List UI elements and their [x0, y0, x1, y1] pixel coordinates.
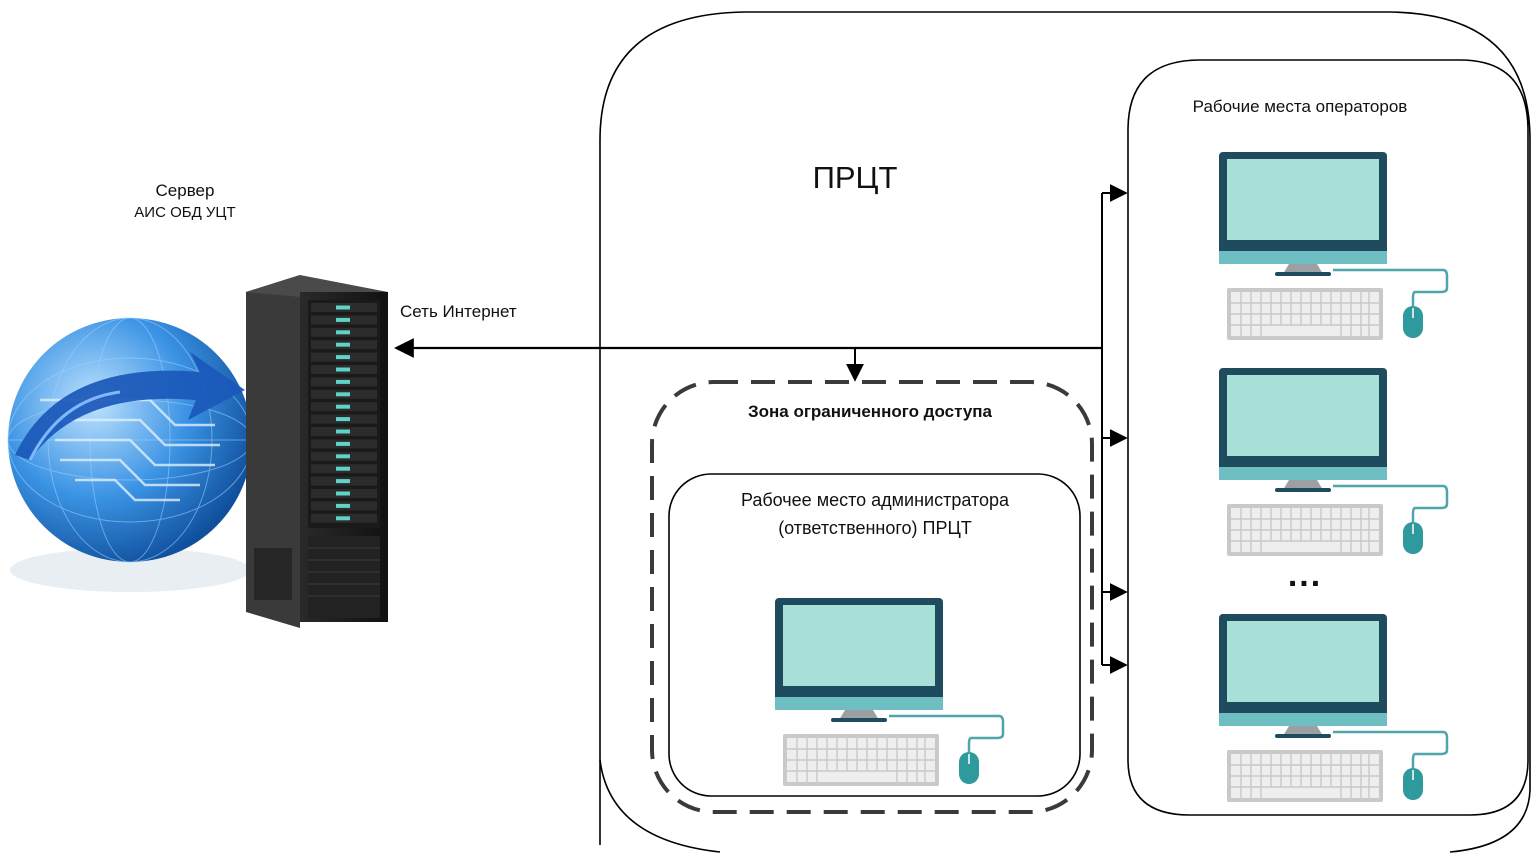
restricted-zone-border: [650, 380, 1094, 814]
server-subtitle: АИС ОБД УЦТ: [134, 204, 236, 221]
rack-led: [336, 342, 350, 347]
internet-label: Сеть Интернет: [400, 302, 517, 321]
rack-led: [336, 417, 350, 422]
rack-led: [336, 429, 350, 434]
rack-led: [336, 491, 350, 496]
rack-led: [336, 441, 350, 446]
rack-led: [336, 367, 350, 372]
rack-led: [336, 516, 350, 521]
server-rack-icon: [246, 275, 388, 628]
rack-led: [336, 503, 350, 508]
rack-led: [336, 355, 350, 360]
rack-led: [336, 479, 350, 484]
restricted-zone-label: Зона ограниченного доступа: [747, 402, 993, 421]
rack-led: [336, 317, 350, 322]
server-title-block: Сервер АИС ОБД УЦТ: [110, 180, 260, 224]
rack-led: [336, 454, 350, 459]
rack-led: [336, 330, 350, 335]
rack-led: [336, 466, 350, 471]
rack-led: [336, 404, 350, 409]
operators-ellipsis: ...: [1287, 556, 1323, 594]
operators-label: Рабочие места операторов: [1192, 97, 1408, 116]
rack-led: [336, 392, 350, 397]
prct-container: [599, 11, 1531, 845]
prct-label: ПРЦТ: [812, 160, 898, 195]
rack-led: [336, 379, 350, 384]
prct-container-right: [1449, 140, 1531, 853]
globe-network-icon: [7, 317, 253, 592]
rack-led: [336, 305, 350, 310]
admin-workstation-label: Рабочее место администратора (ответствен…: [740, 490, 1010, 538]
server-title: Сервер: [155, 181, 215, 200]
prct-container-bottom: [599, 759, 721, 853]
